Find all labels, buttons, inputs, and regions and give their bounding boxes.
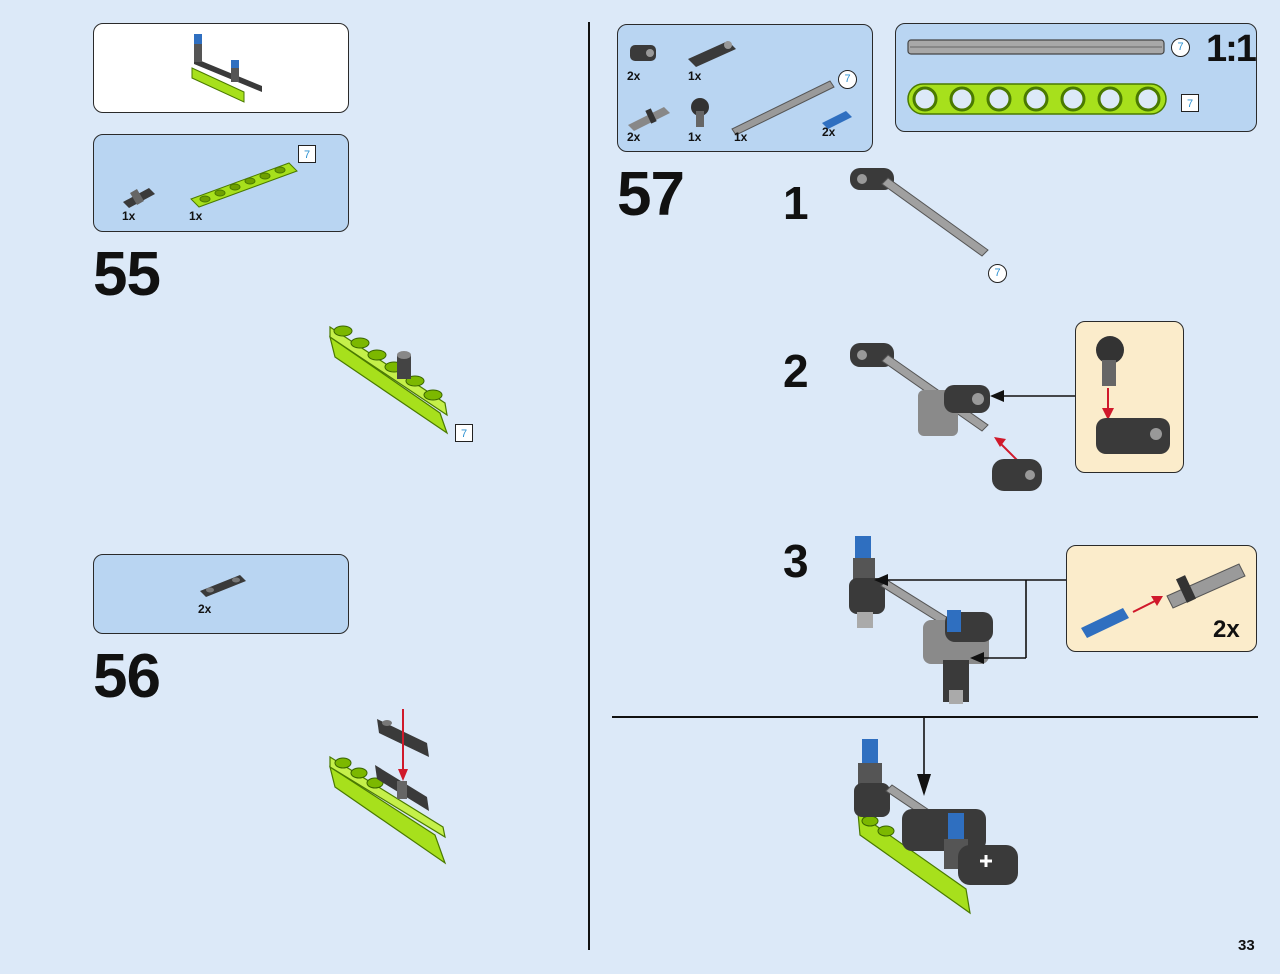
angle-connector-icon bbox=[691, 98, 709, 127]
substep-number: 1 bbox=[783, 177, 809, 229]
scale-reference-box: 7 1:1 7 bbox=[895, 23, 1257, 132]
substep-2-model-icon bbox=[850, 343, 1042, 491]
down-arrow bbox=[917, 718, 931, 796]
preview-model-icon bbox=[191, 34, 262, 103]
step-number: 56 bbox=[93, 642, 161, 711]
part-qty: 2x bbox=[627, 69, 641, 83]
axle-pin-icon bbox=[123, 188, 155, 208]
step-number: 57 bbox=[617, 160, 685, 229]
length-badge: 7 bbox=[298, 145, 316, 163]
part-qty: 2x bbox=[198, 602, 212, 616]
scale-label: 1:1 bbox=[1206, 28, 1257, 70]
axle-length-badge: 7 bbox=[988, 264, 1007, 283]
lime-beam-icon bbox=[190, 162, 298, 208]
callout-arrow bbox=[990, 390, 1078, 402]
step-56-parts-panel: 2x bbox=[93, 554, 349, 634]
beam-scale-icon bbox=[907, 83, 1167, 115]
dark-liftarm-icon bbox=[200, 575, 246, 597]
model-length-badge: 7 bbox=[455, 424, 473, 442]
step-55-model-icon bbox=[329, 325, 449, 435]
column-divider bbox=[588, 22, 590, 950]
beam-scale-badge: 7 bbox=[1181, 94, 1199, 112]
axle-scale-icon bbox=[907, 39, 1165, 55]
substep-number: 2 bbox=[783, 345, 809, 397]
page-number: 33 bbox=[1238, 937, 1255, 954]
blue-pin-icon bbox=[822, 111, 852, 129]
substep-3-callout: 2x bbox=[1066, 545, 1257, 652]
step-56-model-icon bbox=[329, 709, 447, 865]
part-qty: 1x bbox=[122, 209, 136, 223]
substep-2-callout bbox=[1075, 321, 1184, 473]
previous-model-preview bbox=[93, 23, 349, 113]
liftarm-icon bbox=[688, 41, 736, 67]
part-qty: 2x bbox=[822, 125, 836, 139]
angle-connector-icon bbox=[1096, 336, 1170, 454]
callout-arrows bbox=[874, 574, 1066, 664]
blue-pin-icon bbox=[1081, 563, 1246, 638]
part-qty: 1x bbox=[189, 209, 203, 223]
axle-scale-badge: 7 bbox=[1171, 38, 1190, 57]
result-divider bbox=[612, 716, 1258, 718]
step-57-result-model-icon bbox=[854, 739, 1018, 915]
step-number: 55 bbox=[93, 240, 161, 309]
substep-3-model-icon bbox=[849, 536, 993, 704]
part-qty: 1x bbox=[688, 69, 702, 83]
part-qty: 1x bbox=[688, 130, 702, 144]
substep-1-model-icon bbox=[850, 168, 989, 257]
part-qty: 1x bbox=[734, 130, 748, 144]
axle-icon bbox=[731, 80, 835, 136]
step-57-parts-panel: 2x 1x 2x 1x 1x 2x 7 bbox=[617, 24, 873, 152]
substep-number: 3 bbox=[783, 535, 809, 587]
pin-icon bbox=[628, 107, 670, 131]
step-55-parts-panel: 1x 1x 7 bbox=[93, 134, 349, 232]
connector-icon bbox=[630, 45, 656, 61]
callout-qty: 2x bbox=[1213, 616, 1240, 643]
part-qty: 2x bbox=[627, 130, 641, 144]
axle-length-badge: 7 bbox=[838, 70, 857, 89]
